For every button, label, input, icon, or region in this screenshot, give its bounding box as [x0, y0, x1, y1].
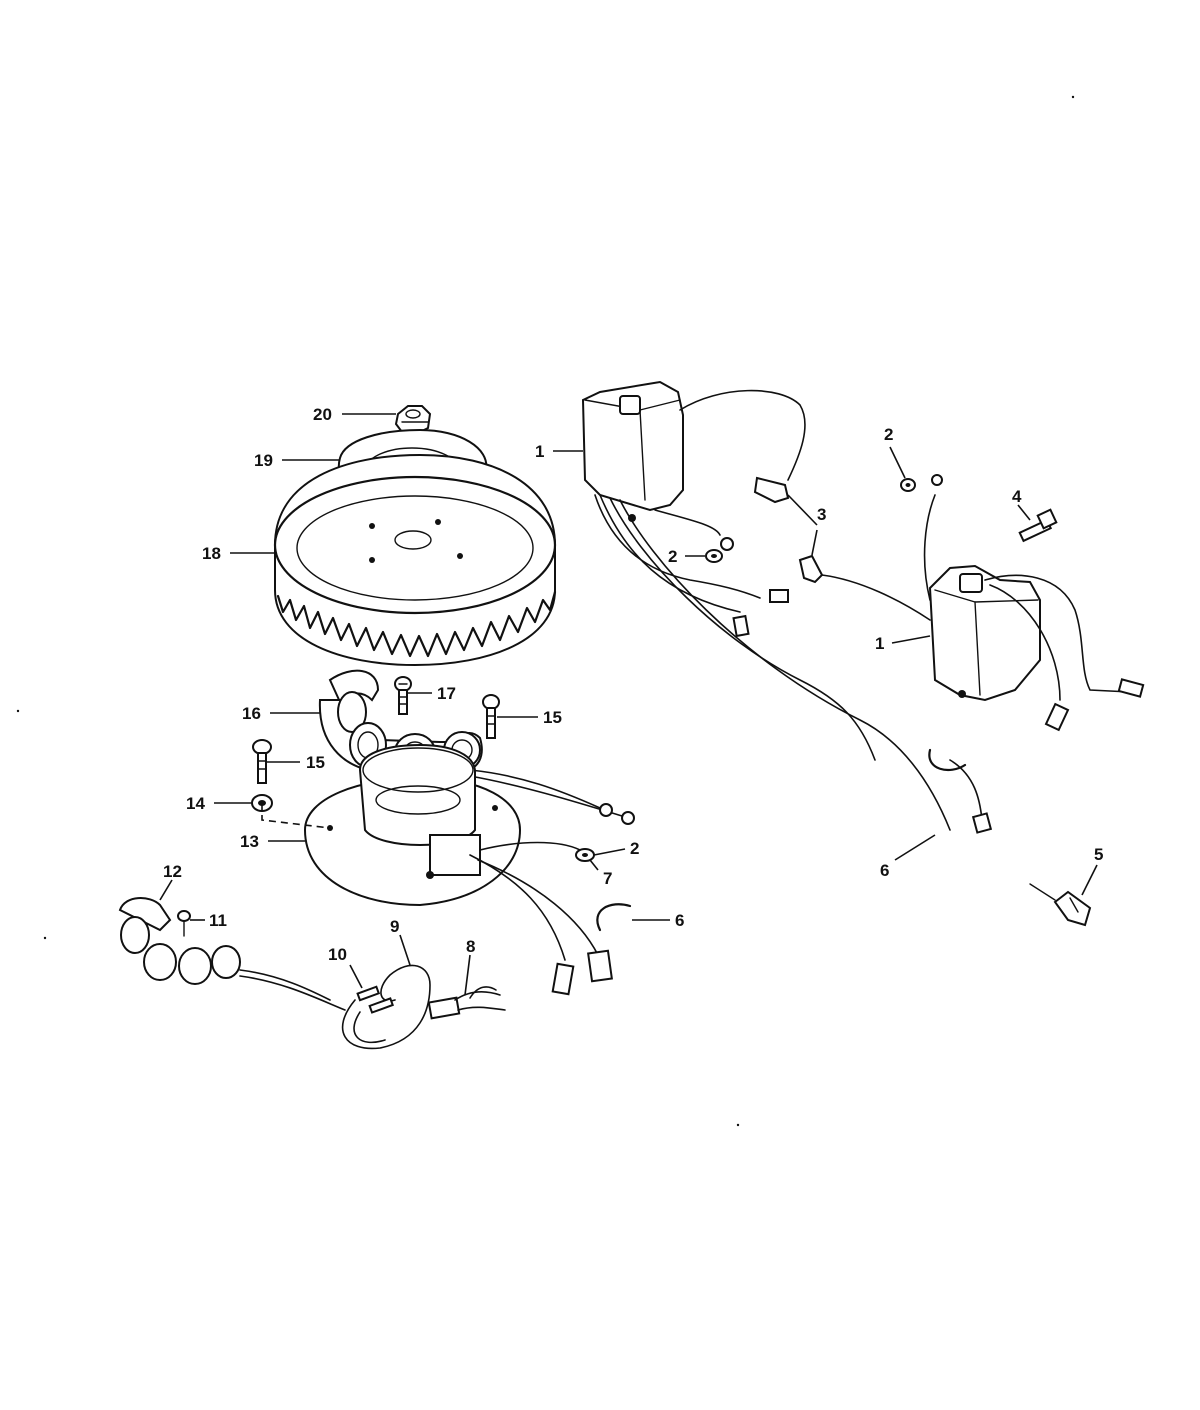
- callout-10: 10: [328, 945, 347, 964]
- callout-11: 11: [209, 911, 227, 930]
- callout-18: 18: [202, 544, 221, 563]
- screw-alignment-line: [261, 803, 331, 829]
- retainer-ring-low-icon: [596, 903, 632, 932]
- speck: [736, 1123, 740, 1127]
- callout-17: 17: [437, 684, 456, 703]
- flywheel-nut-icon: [394, 405, 432, 436]
- connector-8-icon: [427, 986, 506, 1020]
- callout-19: 19: [254, 451, 273, 470]
- speck: [43, 936, 47, 940]
- pin-11-icon: [177, 910, 191, 937]
- callout-13: 13: [240, 832, 259, 851]
- callout-2-low: 2: [630, 839, 639, 858]
- callout-4: 4: [1012, 487, 1022, 506]
- speck: [1071, 95, 1075, 99]
- trigger-base-icon: [303, 743, 613, 996]
- callout-labels: 20 19 18 16 17 15 15 14 13 12 11 10 9 8 …: [163, 405, 1103, 964]
- screw-4-icon: [1018, 508, 1058, 543]
- callout-16: 16: [242, 704, 261, 723]
- callout-15-left: 15: [306, 753, 325, 772]
- switch-box-icon: [581, 380, 951, 831]
- callout-15-right: 15: [543, 708, 562, 727]
- screw-15-lower-icon: [252, 739, 272, 784]
- callout-5: 5: [1094, 845, 1103, 864]
- callout-6-low: 6: [675, 911, 684, 930]
- spark-plug-boot-lower-icon: [798, 554, 931, 621]
- screw-17-icon: [394, 676, 412, 715]
- coil-12-icon: [118, 897, 346, 1011]
- callout-20: 20: [313, 405, 332, 424]
- callout-2-mid: 2: [668, 547, 677, 566]
- callout-14: 14: [186, 794, 205, 813]
- sensor-5-icon: [1029, 883, 1092, 927]
- callout-2-top: 2: [884, 425, 893, 444]
- callout-7: 7: [603, 869, 612, 888]
- harness-9-icon: [341, 964, 431, 1050]
- screw-15-upper-icon: [482, 694, 500, 739]
- flywheel-icon: [273, 453, 557, 667]
- callout-1-top: 1: [535, 442, 544, 461]
- speck: [16, 709, 20, 713]
- terminal-2-top-icon: [900, 478, 916, 492]
- switch-box-right-icon: [923, 474, 1145, 732]
- callout-12: 12: [163, 862, 182, 881]
- callout-8: 8: [466, 937, 475, 956]
- callout-6-right: 6: [880, 861, 889, 880]
- retainer-ring-right-icon: [928, 748, 993, 834]
- leader-lines: [159, 413, 1098, 996]
- terminal-2-mid-icon: [705, 549, 723, 563]
- terminal-7-icon: [575, 848, 595, 862]
- callout-3: 3: [817, 505, 826, 524]
- callout-9: 9: [390, 917, 399, 936]
- spark-plug-boot-icon: [753, 476, 790, 504]
- callout-1-right: 1: [875, 634, 884, 653]
